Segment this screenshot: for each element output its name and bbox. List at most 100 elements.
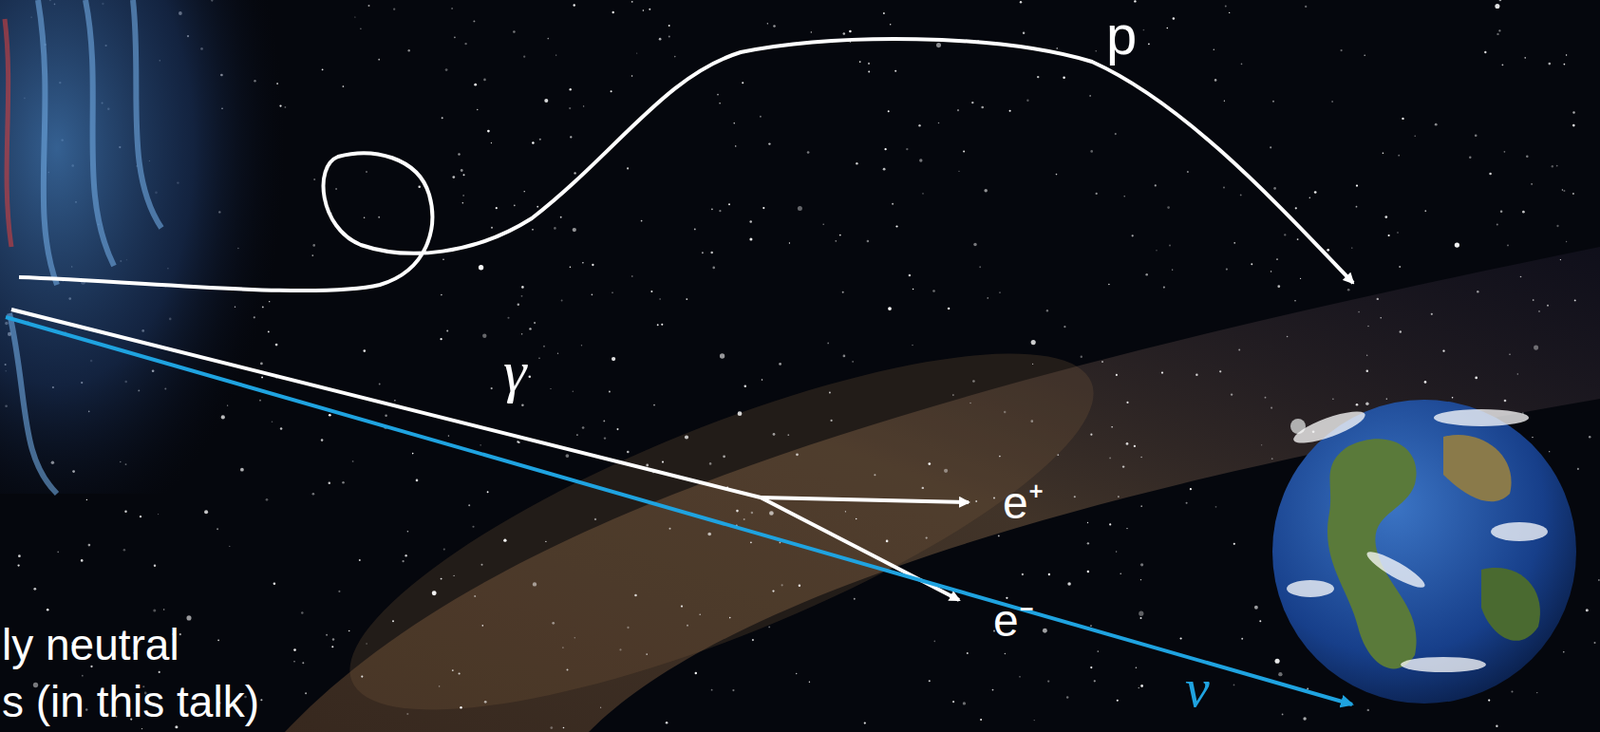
- star: [528, 376, 532, 379]
- star: [701, 251, 704, 254]
- star: [141, 728, 143, 730]
- star: [332, 638, 336, 641]
- star: [228, 545, 230, 547]
- star: [1233, 242, 1236, 245]
- star: [908, 274, 912, 278]
- star: [507, 317, 509, 320]
- star: [1003, 411, 1006, 414]
- star: [998, 291, 1000, 293]
- star: [1468, 155, 1471, 158]
- star: [441, 116, 444, 119]
- star: [1055, 173, 1058, 176]
- star: [1056, 453, 1059, 456]
- star: [1031, 339, 1036, 345]
- star: [653, 404, 656, 407]
- star: [1117, 495, 1120, 498]
- star: [1140, 579, 1142, 581]
- star: [1189, 488, 1192, 490]
- star: [771, 589, 774, 592]
- star: [1520, 276, 1523, 279]
- star: [848, 30, 852, 34]
- star: [1140, 456, 1143, 459]
- star: [549, 388, 551, 390]
- star: [1488, 172, 1492, 176]
- star: [394, 399, 396, 402]
- star: [463, 173, 466, 176]
- star: [476, 109, 478, 111]
- star: [1355, 206, 1358, 208]
- star: [1264, 396, 1267, 399]
- star: [572, 227, 577, 232]
- star: [341, 481, 345, 485]
- star: [158, 671, 161, 674]
- star: [1562, 651, 1565, 654]
- star: [328, 482, 332, 486]
- star: [1138, 611, 1144, 617]
- star: [768, 625, 771, 628]
- star: [1223, 100, 1225, 102]
- star: [603, 436, 606, 439]
- star: [186, 615, 191, 621]
- star: [947, 307, 950, 310]
- star: [905, 148, 908, 151]
- star: [1219, 370, 1222, 373]
- star: [1504, 399, 1507, 403]
- star: [1309, 197, 1311, 199]
- star: [1270, 407, 1273, 410]
- star: [363, 216, 366, 219]
- star: [927, 462, 931, 466]
- star: [1096, 650, 1099, 653]
- star: [1397, 154, 1400, 157]
- star: [1261, 444, 1263, 447]
- star: [439, 338, 442, 340]
- star: [513, 204, 516, 207]
- star: [591, 294, 594, 297]
- star: [1140, 617, 1143, 620]
- star: [139, 515, 142, 518]
- star: [1398, 265, 1401, 268]
- star: [759, 115, 762, 118]
- star: [464, 42, 467, 45]
- star: [574, 637, 577, 640]
- star: [378, 383, 381, 386]
- star: [1574, 299, 1577, 302]
- star: [338, 590, 340, 593]
- star: [665, 721, 669, 725]
- star: [88, 544, 92, 547]
- star: [1133, 0, 1136, 2]
- star: [809, 681, 810, 683]
- star: [311, 254, 314, 257]
- star: [1487, 699, 1490, 702]
- star: [569, 135, 572, 138]
- star: [1230, 393, 1233, 396]
- star: [561, 300, 564, 302]
- star: [752, 639, 754, 641]
- star: [707, 532, 712, 537]
- star: [1046, 309, 1049, 312]
- star: [1185, 502, 1188, 505]
- star: [718, 209, 721, 212]
- star: [1517, 373, 1519, 375]
- star: [365, 642, 368, 645]
- star: [1562, 189, 1565, 192]
- star: [768, 142, 771, 145]
- star: [680, 604, 683, 607]
- star: [563, 727, 565, 730]
- star: [1565, 241, 1567, 243]
- star: [483, 78, 487, 82]
- star: [408, 49, 411, 52]
- star: [729, 617, 732, 620]
- star: [1171, 268, 1173, 270]
- star: [320, 438, 324, 442]
- star: [969, 402, 971, 404]
- star: [521, 333, 523, 335]
- star: [733, 122, 735, 124]
- star: [1042, 628, 1048, 634]
- star: [1087, 542, 1090, 545]
- star: [1271, 457, 1274, 460]
- star: [866, 240, 870, 244]
- star: [1120, 573, 1122, 575]
- star: [611, 11, 614, 14]
- star: [1272, 100, 1275, 103]
- star: [1214, 78, 1218, 82]
